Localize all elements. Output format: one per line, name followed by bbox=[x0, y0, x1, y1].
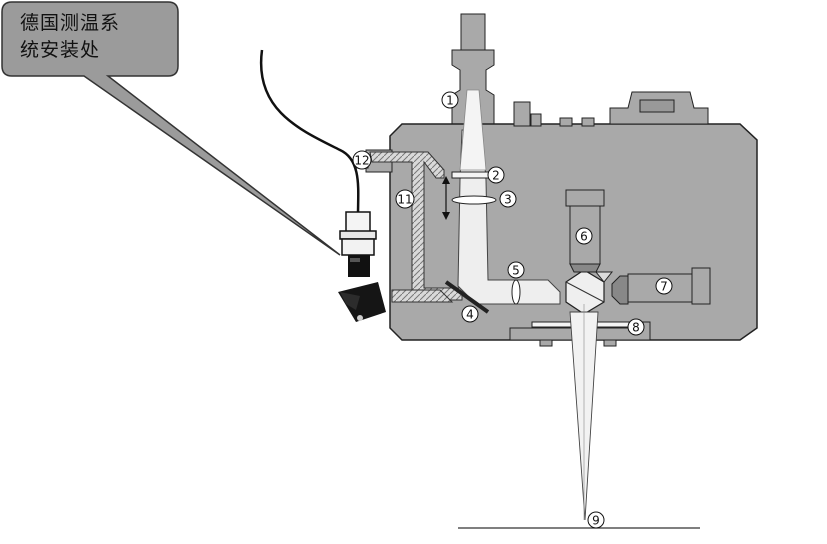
label-12: 12 bbox=[352, 150, 372, 170]
label-11: 11 bbox=[395, 189, 415, 209]
label-6: 6 bbox=[575, 227, 593, 245]
svg-text:2: 2 bbox=[492, 169, 500, 183]
temperature-sensor bbox=[338, 211, 386, 322]
label-2: 2 bbox=[487, 166, 505, 184]
callout-text: 德国测温系 统安装处 bbox=[20, 10, 170, 64]
svg-text:6: 6 bbox=[580, 230, 588, 244]
housing-top-details bbox=[513, 91, 709, 127]
svg-text:5: 5 bbox=[512, 264, 520, 278]
svg-text:8: 8 bbox=[632, 321, 640, 335]
label-1: 1 bbox=[441, 91, 459, 109]
label-9: 9 bbox=[587, 511, 605, 529]
label-3: 3 bbox=[499, 190, 517, 208]
label-5: 5 bbox=[507, 261, 525, 279]
label-7: 7 bbox=[655, 277, 673, 295]
svg-text:11: 11 bbox=[397, 193, 412, 207]
callout-bubble bbox=[1, 1, 341, 256]
label-8: 8 bbox=[627, 318, 645, 336]
svg-text:4: 4 bbox=[466, 308, 474, 322]
lens-5 bbox=[511, 279, 521, 305]
lens-3 bbox=[451, 195, 497, 205]
callout-line-1: 德国测温系 bbox=[20, 12, 121, 34]
fiber-beam-cone bbox=[459, 89, 487, 171]
heat-shield bbox=[369, 151, 463, 301]
svg-text:9: 9 bbox=[592, 514, 600, 528]
label-4: 4 bbox=[461, 305, 479, 323]
svg-text:12: 12 bbox=[354, 154, 369, 168]
mirror-4 bbox=[444, 280, 490, 314]
adjustment-arrow bbox=[442, 176, 450, 220]
svg-text:7: 7 bbox=[660, 280, 668, 294]
svg-text:1: 1 bbox=[446, 94, 454, 108]
svg-text:3: 3 bbox=[504, 193, 512, 207]
callout-line-2: 统安装处 bbox=[20, 39, 101, 61]
sensor-cable bbox=[259, 49, 360, 216]
beam-splitter bbox=[565, 269, 614, 315]
